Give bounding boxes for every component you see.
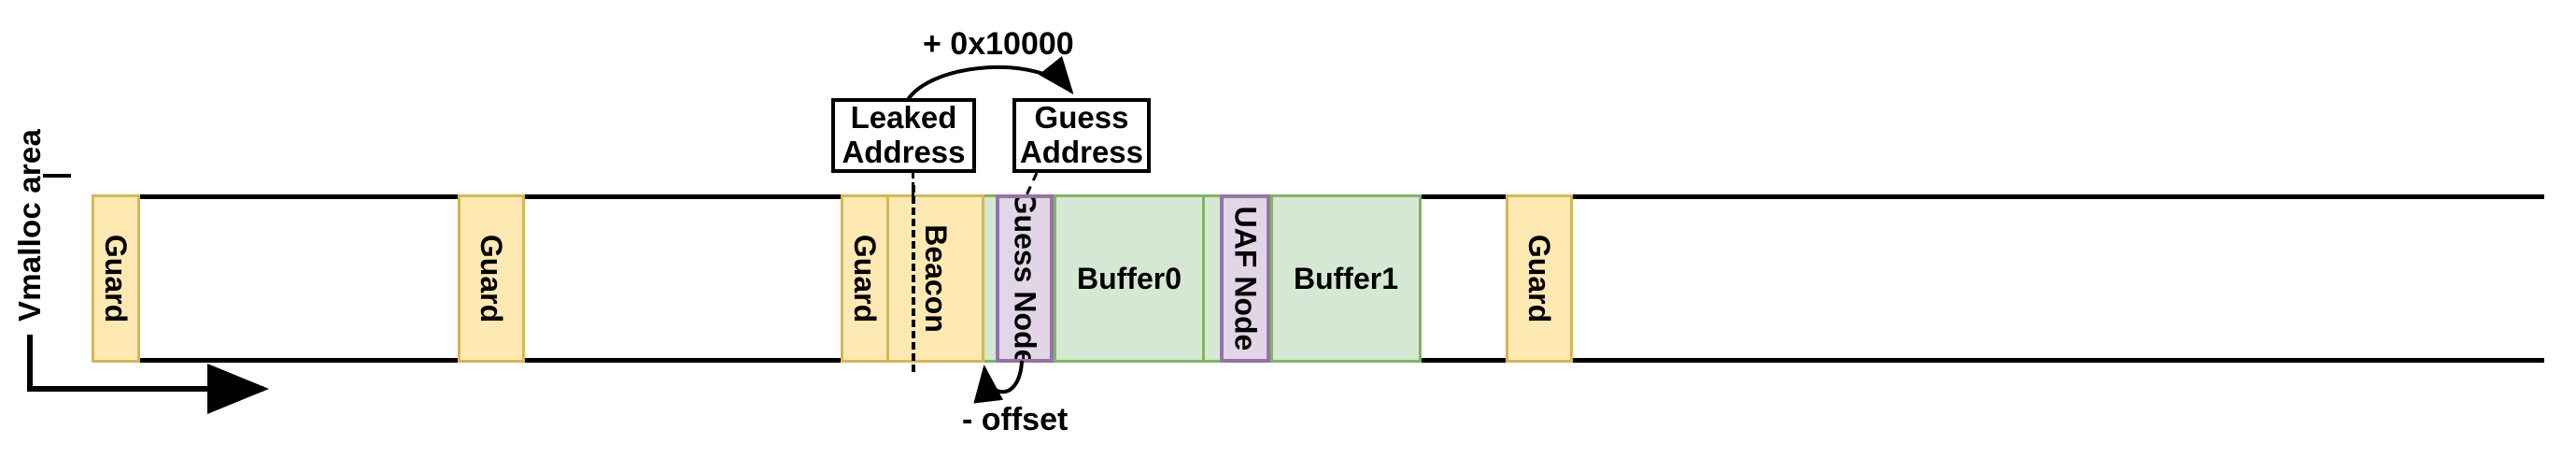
region-label: Beacon [918,224,953,333]
callout-leaked-address[interactable]: Leaked Address [831,98,976,173]
offset-subtract-label: - offset [962,402,1069,437]
region-label: Buffer0 [1076,262,1182,295]
callout-guess-address[interactable]: Guess Address [1012,98,1151,173]
offset-add-arrow [905,55,1074,103]
leaked-address-marker-line [912,185,915,372]
guess-address-leader-line [1024,172,1039,198]
region-buffer-1[interactable]: Buffer1 [1270,194,1422,363]
region-beacon[interactable]: Beacon [889,194,984,363]
region-label: UAF Node [1228,206,1262,351]
region-buffer-0[interactable]: Buffer0 [1054,194,1205,363]
region-guard-3[interactable]: Guard [841,194,889,363]
region-label: Buffer1 [1293,262,1398,295]
region-guard-2[interactable]: Guard [458,194,525,363]
offset-add-label: + 0x10000 [923,26,1074,62]
region-label: Guard [848,234,883,323]
callout-line-2: Address [1019,135,1144,169]
region-label: Guess Node [1008,194,1041,363]
address-direction-arrow [27,335,269,414]
callout-line-1: Guess [1034,100,1129,136]
region-label: Guard [474,234,509,323]
callout-line-1: Leaked [850,100,957,136]
vmalloc-axis-tick [43,174,71,178]
region-guard-1[interactable]: Guard [92,194,140,363]
region-guard-4[interactable]: Guard [1506,194,1573,363]
region-uaf-node[interactable]: UAF Node [1220,194,1270,363]
leaked-address-leader-line [912,173,914,197]
region-label: Guard [1522,234,1557,323]
offset-subtract-arrow [973,360,1024,404]
region-label: Guard [99,234,134,323]
callout-line-2: Address [842,135,966,169]
region-guess-node[interactable]: Guess Node [996,194,1054,363]
